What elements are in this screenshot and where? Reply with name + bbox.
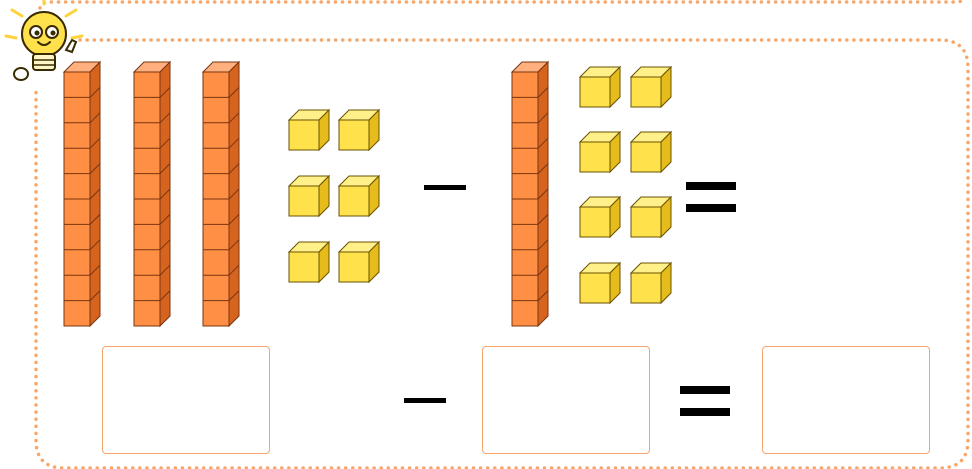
tens-rod	[132, 60, 172, 328]
ones-cube	[287, 108, 331, 152]
dotted-frame	[34, 0, 970, 469]
main-dotted-border	[34, 38, 970, 469]
ones-cubes-group	[287, 65, 673, 305]
ones-cube	[337, 174, 381, 218]
tens-rod	[510, 60, 550, 328]
answer-box-difference[interactable]	[762, 346, 930, 454]
ones-cube	[578, 261, 622, 305]
tens-rod	[62, 60, 102, 328]
ones-cube	[578, 65, 622, 109]
tens-rod	[201, 60, 241, 328]
ones-cube	[578, 130, 622, 174]
ones-cube	[629, 65, 673, 109]
ones-cube	[287, 240, 331, 284]
ones-cube	[337, 240, 381, 284]
minus-sign-top	[424, 185, 466, 190]
ones-cube	[578, 195, 622, 239]
tens-rods-group	[62, 60, 550, 328]
ones-cube	[337, 108, 381, 152]
equals-sign-bottom	[680, 386, 730, 418]
top-dotted-border	[38, 0, 967, 10]
minus-sign-bottom	[404, 398, 446, 403]
answer-box-minuend[interactable]	[102, 346, 270, 454]
lightbulb-mascot-icon	[4, 0, 84, 81]
equals-sign-top	[686, 182, 736, 214]
ones-cube	[629, 261, 673, 305]
ones-cube	[629, 130, 673, 174]
answer-box-subtrahend[interactable]	[482, 346, 650, 454]
ones-cube	[287, 174, 331, 218]
ones-cube	[629, 195, 673, 239]
